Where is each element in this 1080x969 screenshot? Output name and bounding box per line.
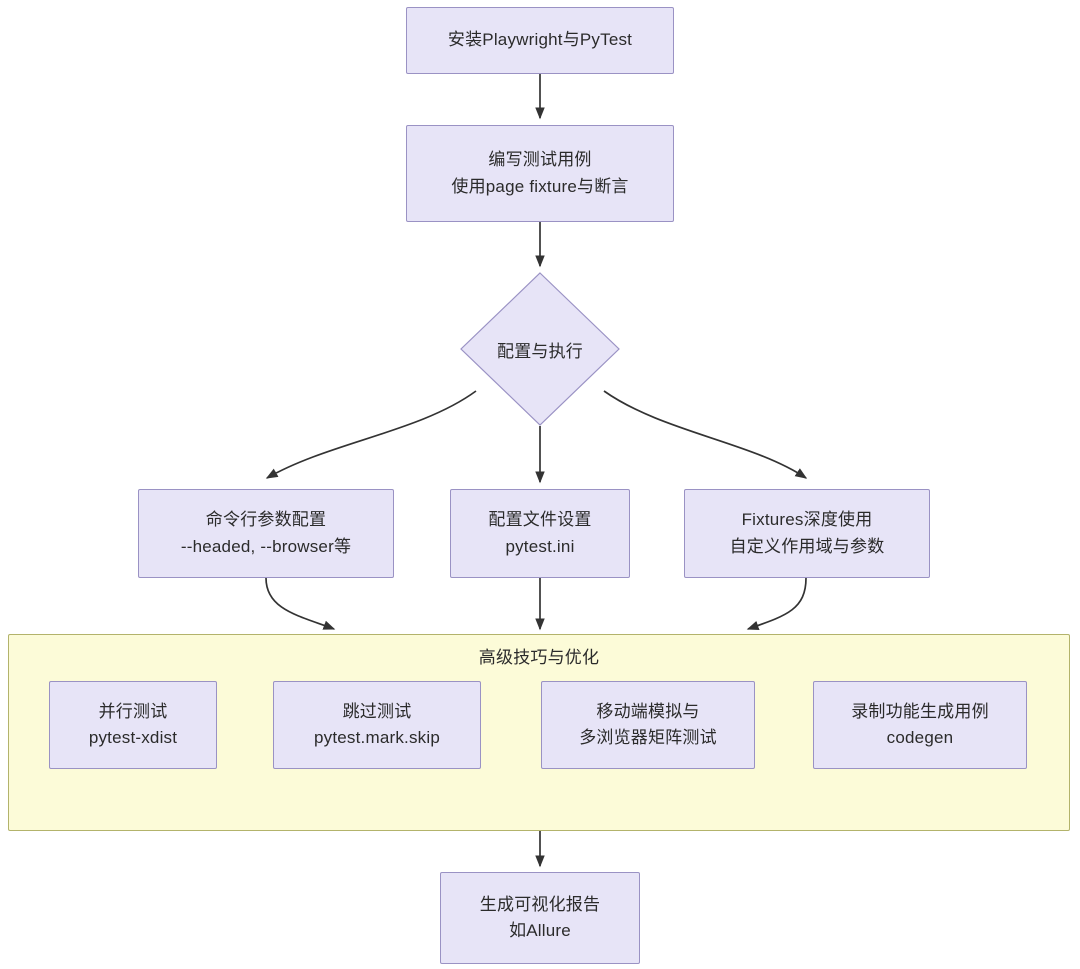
subgraph-title: 高级技巧与优化 [478,648,600,667]
node-codegen-line-2: codegen [886,728,954,747]
node-decision-config-and-run[interactable]: 配置与执行 [460,272,620,426]
node-report[interactable]: 生成可视化报告 如Allure [440,872,640,964]
node-fixtures-line-2: 自定义作用域与参数 [729,536,885,556]
node-report-line-2: 如Allure [509,921,571,940]
node-file-config[interactable]: 配置文件设置 pytest.ini [450,489,630,578]
node-codegen-line-1: 录制功能生成用例 [851,701,989,721]
node-parallel-testing[interactable]: 并行测试 pytest-xdist [49,681,217,769]
node-cli-config[interactable]: 命令行参数配置 --headed, --browser等 [138,489,394,578]
node-mobile-emulation[interactable]: 移动端模拟与 多浏览器矩阵测试 [541,681,755,769]
edge-fixtures-to-advanced [746,577,807,630]
edge-cli-config-to-advanced [265,577,336,630]
node-fixtures-line-1: Fixtures深度使用 [741,510,873,530]
node-cli-config-line-2: --headed, --browser等 [180,536,352,556]
node-file-config-line-1: 配置文件设置 [488,510,592,530]
node-skip-testing-line-2: pytest.mark.skip [313,728,440,747]
node-mobile-emulation-line-1: 移动端模拟与 [596,701,700,721]
node-report-line-1: 生成可视化报告 [479,894,601,914]
node-write-tests[interactable]: 编写测试用例 使用page fixture与断言 [406,125,674,222]
node-install[interactable]: 安装Playwright与PyTest [406,7,674,74]
node-install-line-1: 安装Playwright与PyTest [447,30,633,50]
node-parallel-testing-line-2: pytest-xdist [88,728,178,747]
node-cli-config-line-1: 命令行参数配置 [205,510,327,530]
node-skip-testing[interactable]: 跳过测试 pytest.mark.skip [273,681,481,769]
diamond-shape [460,272,620,426]
node-mobile-emulation-line-2: 多浏览器矩阵测试 [579,728,717,747]
node-write-tests-line-2: 使用page fixture与断言 [451,176,629,196]
edge-decision-to-fixtures [603,390,808,479]
node-fixtures[interactable]: Fixtures深度使用 自定义作用域与参数 [684,489,930,578]
node-file-config-line-2: pytest.ini [505,536,575,556]
node-skip-testing-line-1: 跳过测试 [342,701,412,721]
node-codegen[interactable]: 录制功能生成用例 codegen [813,681,1027,769]
node-write-tests-line-1: 编写测试用例 [488,150,592,170]
node-decision-label: 配置与执行 [497,341,583,361]
edge-decision-to-cli-config [265,390,477,479]
node-parallel-testing-line-1: 并行测试 [98,701,168,721]
